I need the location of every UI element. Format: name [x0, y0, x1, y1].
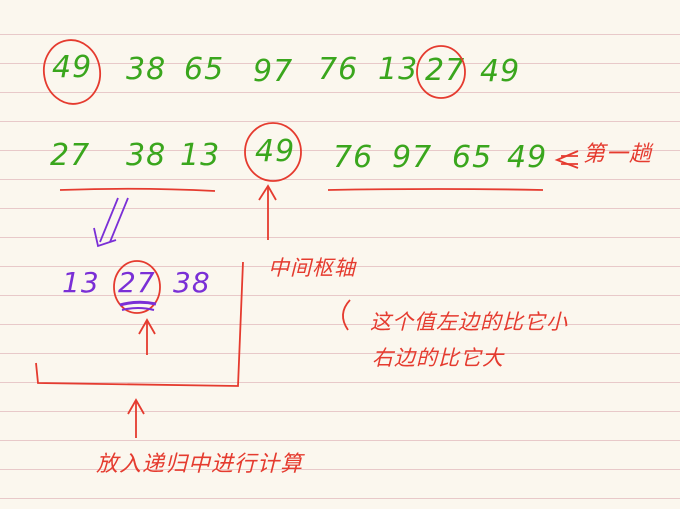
row2-right-item-3: 65: [452, 140, 493, 175]
row2-left-item-2: 38: [126, 138, 167, 173]
first-trip-label: 第一趟: [583, 142, 653, 167]
recursion-label: 放入递归中进行计算: [96, 452, 304, 477]
row2-right-item-1: 76: [333, 140, 374, 175]
purple-underline-27-b: [121, 307, 155, 311]
circle-row1-first-49: [42, 39, 102, 105]
arrow-to-first-trip: [554, 150, 579, 169]
note-bracket-mark: [342, 299, 351, 331]
row1-item-8: 49: [480, 54, 521, 89]
row1-item-4: 97: [253, 54, 294, 89]
circle-row3-27: [113, 260, 161, 314]
bracket-around-recursion: [35, 261, 244, 387]
row1-item-2: 38: [126, 52, 167, 87]
circle-row1-27: [416, 45, 466, 99]
row3-item-3: 38: [173, 266, 211, 299]
purple-underline-27: [119, 300, 157, 307]
row1-item-6: 13: [378, 52, 419, 87]
row2-left-item-1: 27: [50, 138, 91, 173]
row2-right-item-4: 49: [507, 140, 548, 175]
row1-item-3: 65: [184, 52, 225, 87]
underline-left-part: [59, 187, 216, 192]
underline-right-part: [327, 188, 544, 191]
row1-item-5: 76: [318, 52, 359, 87]
row2-pivot: 49: [255, 134, 296, 169]
row3-item-1: 13: [62, 266, 100, 299]
note-line-2: 右边的比它大: [372, 346, 504, 370]
note-line-1: 这个值左边的比它小: [370, 310, 568, 334]
row1-item-7: 27: [425, 53, 466, 88]
row2-left-item-3: 13: [180, 138, 221, 173]
circle-row2-pivot: [244, 122, 302, 182]
row2-right-item-2: 97: [392, 140, 433, 175]
pivot-label: 中间枢轴: [268, 256, 356, 280]
row3-item-2: 27: [118, 266, 156, 299]
row1-item-1: 49: [52, 50, 93, 85]
purple-double-arrow-down: [99, 197, 119, 243]
